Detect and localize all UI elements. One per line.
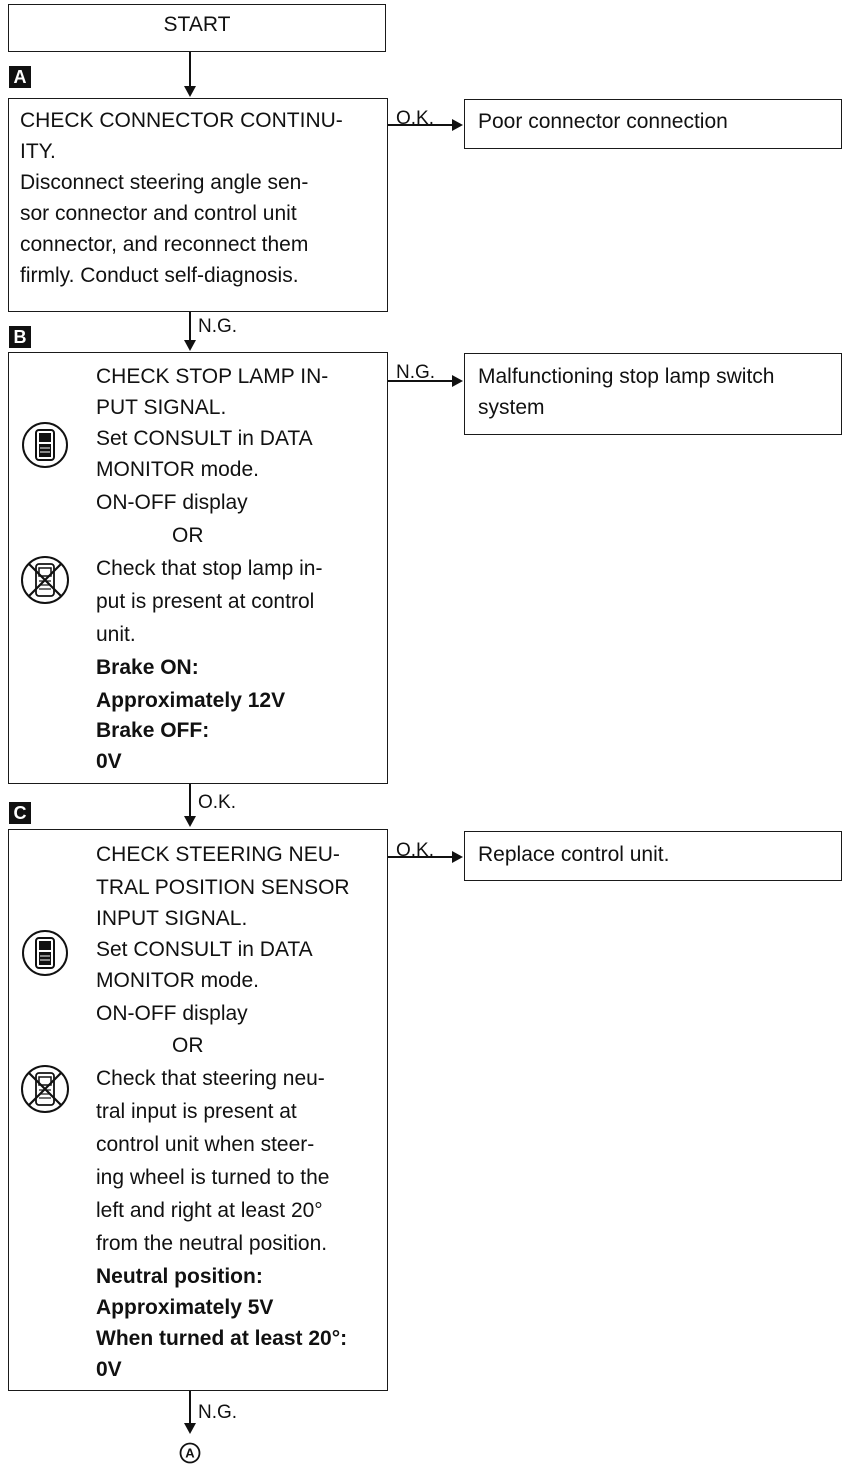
step-b-box — [8, 352, 388, 784]
step-c-spec-4: 0V — [96, 1358, 122, 1381]
step-tag-c: C — [9, 802, 31, 824]
flow-arrow — [184, 1423, 196, 1434]
step-b-line-1: CHECK STOP LAMP IN- — [96, 365, 329, 388]
no-consult-tester-icon — [21, 1065, 69, 1113]
step-b-line-7: Check that stop lamp in- — [96, 557, 323, 580]
step-a-box — [8, 98, 388, 312]
flow-arrow — [184, 340, 196, 351]
start-label: START — [163, 13, 231, 36]
step-c-ok-result: Replace control unit. — [478, 843, 670, 866]
step-b-ng-label: N.G. — [396, 362, 436, 383]
step-a-ng-label: N.G. — [198, 316, 238, 337]
end-connector: A — [179, 1442, 201, 1464]
step-c-line-13: from the neutral position. — [96, 1232, 328, 1255]
step-b-line-6: OR — [172, 524, 204, 547]
step-b-ng-result-line-2: system — [478, 396, 545, 419]
step-b-line-4: MONITOR mode. — [96, 458, 259, 481]
step-b-line-5: ON-OFF display — [96, 491, 248, 514]
step-c-line-1: CHECK STEERING NEU- — [96, 843, 340, 866]
step-c-ok-result-box — [464, 831, 842, 881]
step-tag-a: A — [9, 66, 31, 88]
step-a-ok-result-box — [464, 99, 842, 149]
flow-line — [189, 52, 191, 89]
flow-arrow — [452, 375, 463, 387]
step-c-line-5: MONITOR mode. — [96, 969, 259, 992]
flow-line — [189, 784, 191, 818]
step-c-box — [8, 829, 388, 1391]
step-a-ok-result: Poor connector connection — [478, 110, 728, 133]
step-c-ok-label: O.K. — [396, 840, 435, 861]
end-connector-label: A — [185, 1446, 195, 1461]
start-box — [8, 4, 386, 52]
consult-tester-icon — [22, 930, 68, 976]
step-tag-b: B — [9, 326, 31, 348]
step-a-ok-label: O.K. — [396, 108, 435, 129]
flow-line — [189, 312, 191, 342]
step-c-line-12: left and right at least 20° — [96, 1199, 323, 1222]
step-b-ng-result-box — [464, 353, 842, 435]
step-c-spec-3: When turned at least 20°: — [96, 1327, 348, 1350]
step-c-line-7: OR — [172, 1034, 204, 1057]
consult-tester-icon — [22, 422, 68, 468]
step-b-ok-label: O.K. — [198, 792, 237, 813]
step-c-line-11: ing wheel is turned to the — [96, 1166, 330, 1189]
step-a-line-1: CHECK CONNECTOR CONTINU- — [20, 109, 343, 132]
step-a-line-6: firmly. Conduct self-diagnosis. — [20, 264, 299, 287]
step-c-line-2: TRAL POSITION SENSOR — [96, 876, 350, 899]
flow-line — [189, 1391, 191, 1425]
flow-arrow — [184, 86, 196, 97]
step-a-line-5: connector, and reconnect them — [20, 233, 309, 256]
step-a-line-2: ITY. — [20, 140, 56, 163]
step-c-ng-label: N.G. — [198, 1402, 238, 1423]
flow-line — [388, 124, 453, 126]
step-c-spec-1: Neutral position: — [96, 1265, 263, 1288]
flow-line — [388, 856, 453, 858]
step-c-line-3: INPUT SIGNAL. — [96, 907, 248, 930]
step-b-line-9: unit. — [96, 623, 136, 646]
step-b-spec-3: Brake OFF: — [96, 719, 210, 742]
flow-arrow — [452, 119, 463, 131]
step-c-line-9: tral input is present at — [96, 1100, 297, 1123]
step-b-line-3: Set CONSULT in DATA — [96, 427, 313, 450]
step-c-spec-2: Approximately 5V — [96, 1296, 274, 1319]
flow-arrow — [184, 816, 196, 827]
no-consult-tester-icon — [21, 556, 69, 604]
step-b-spec-1: Brake ON: — [96, 656, 199, 679]
step-c-line-10: control unit when steer- — [96, 1133, 315, 1156]
flow-line — [388, 380, 453, 382]
step-a-line-4: sor connector and control unit — [20, 202, 297, 225]
flow-arrow — [452, 851, 463, 863]
step-b-spec-4: 0V — [96, 750, 122, 773]
step-b-spec-2: Approximately 12V — [96, 689, 286, 712]
step-c-line-4: Set CONSULT in DATA — [96, 938, 313, 961]
step-a-line-3: Disconnect steering angle sen- — [20, 171, 309, 194]
step-c-line-6: ON-OFF display — [96, 1002, 248, 1025]
step-c-line-8: Check that steering neu- — [96, 1067, 325, 1090]
step-b-line-2: PUT SIGNAL. — [96, 396, 227, 419]
step-b-ng-result-line-1: Malfunctioning stop lamp switch — [478, 365, 775, 388]
step-b-line-8: put is present at control — [96, 590, 315, 613]
